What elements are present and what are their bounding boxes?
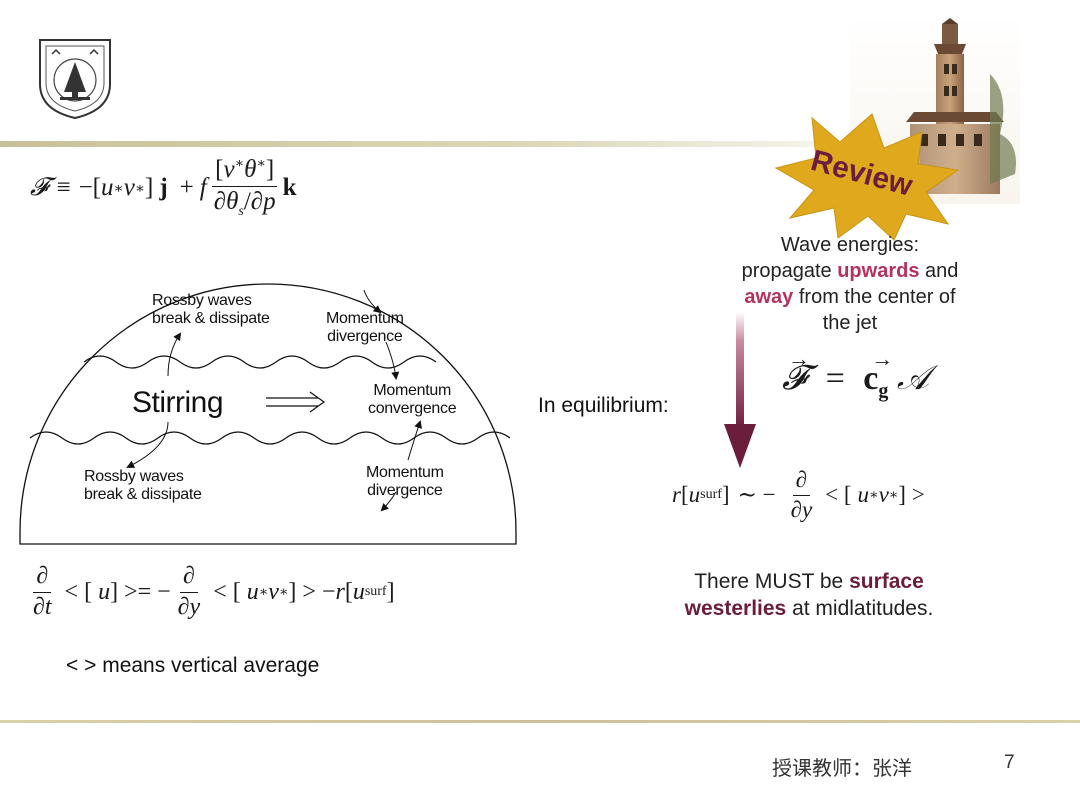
momentum-divergence-bottom-label: Momentum divergence: [366, 464, 444, 499]
review-badge: Review: [772, 112, 962, 242]
header-divider: [0, 141, 890, 147]
flux-equation: 𝓕 ≡ −[u∗v∗] j + f [v∗θ∗] ∂θs/∂p k: [30, 156, 297, 219]
page-number: 7: [1004, 752, 1015, 773]
jet-diagram-drawing: [19, 283, 517, 545]
momentum-convergence-label: Momentum convergence: [368, 382, 457, 417]
rossby-bottom-label: Rossby waves break & dissipate: [84, 468, 202, 503]
university-seal-logo: [34, 34, 116, 120]
wave-energies-line4: the jet: [822, 312, 878, 334]
wave-energies-line3: away from the center of: [744, 286, 956, 308]
rossby-top-label: Rossby waves break & dissipate: [152, 292, 270, 327]
jet-diagram: Rossby waves break & dissipate Momentum …: [18, 262, 518, 548]
instructor-name: 授课教师：张洋: [772, 756, 912, 780]
footer-divider: [0, 720, 1080, 723]
wave-energies-line2: propagate upwards and: [741, 260, 959, 282]
wave-energies-text: Wave energies: propagate upwards and awa…: [680, 232, 1020, 336]
conclusion-text: There MUST be surface westerlies at midl…: [684, 570, 934, 620]
stirring-label: Stirring: [132, 386, 224, 419]
equilibrium-label: In equilibrium:: [538, 394, 669, 417]
momentum-divergence-top-label: Momentum divergence: [326, 310, 404, 345]
wave-energies-line1: Wave energies:: [780, 234, 920, 256]
flux-group-velocity-equation: 𝓕→ = cg→ 𝒜: [782, 346, 930, 402]
vertical-average-note: < > means vertical average: [66, 654, 320, 677]
downward-arrow: [722, 312, 762, 472]
